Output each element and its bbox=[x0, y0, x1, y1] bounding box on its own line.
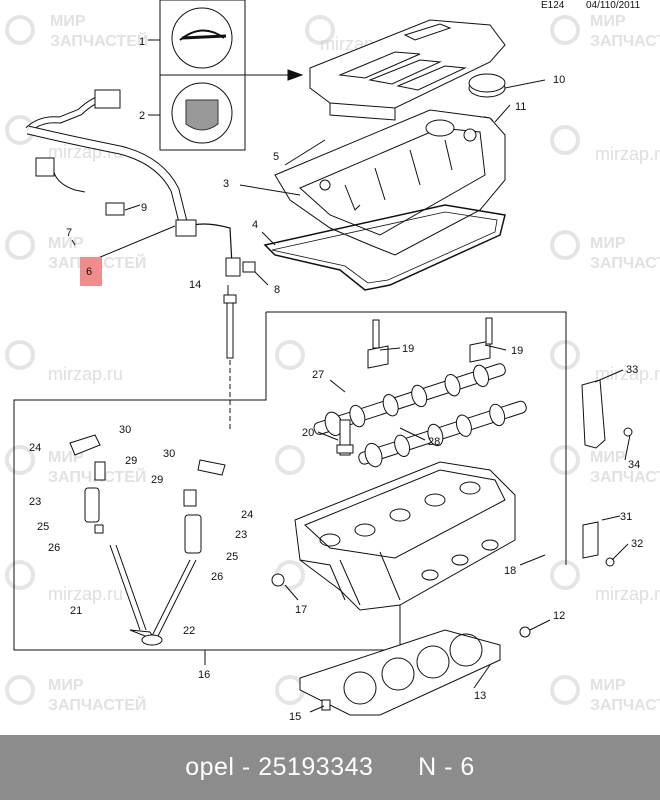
watermark-text: МИР bbox=[590, 449, 626, 466]
exploded-parts-diagram: МИР ЗАПЧАСТЕЙ МИР ЗАПЧАСТЕЙ mirzap.ru mi… bbox=[5, 0, 660, 723]
callout-label: 12 bbox=[553, 610, 565, 622]
watermark-text: МИР bbox=[50, 13, 86, 30]
watermark-text: ЗАПЧАСТЕЙ bbox=[50, 31, 148, 50]
callout-labels: 1 2 3 4 5 6 7 8 9 10 11 12 13 14 15 16 1… bbox=[29, 36, 643, 723]
part-number: 25193343 bbox=[258, 753, 374, 781]
callout-label: 26 bbox=[211, 571, 223, 583]
callout-label: 9 bbox=[141, 202, 147, 214]
callout-label: 22 bbox=[183, 625, 195, 637]
diagram-date: 04/110/2011 bbox=[586, 0, 641, 11]
oil-filler-cap bbox=[468, 73, 506, 128]
callout-label: 29 bbox=[151, 474, 163, 486]
watermark-text: МИР bbox=[590, 677, 626, 694]
assembly-frame bbox=[13, 311, 567, 665]
footer-bar: opel - 25193343 N - 6 bbox=[0, 735, 660, 800]
callout-label: 8 bbox=[274, 284, 280, 296]
callout-label: 17 bbox=[295, 604, 307, 616]
callout-label: 31 bbox=[620, 511, 632, 523]
callout-label: 19 bbox=[402, 343, 414, 355]
callout-label: 33 bbox=[626, 364, 638, 376]
callout-label: 16 bbox=[198, 669, 210, 681]
watermark-text: ЗАПЧАСТЕЙ bbox=[48, 695, 146, 714]
watermark-text: МИР bbox=[48, 235, 84, 252]
watermark-layer: МИР ЗАПЧАСТЕЙ МИР ЗАПЧАСТЕЙ mirzap.ru mi… bbox=[5, 13, 660, 714]
watermark-text: МИР bbox=[590, 13, 626, 30]
diagram-code: E124 bbox=[541, 0, 565, 11]
watermark-text: ЗАПЧАСТЕЙ bbox=[590, 31, 660, 50]
callout-label: 4 bbox=[252, 219, 258, 231]
watermark-text: МИР bbox=[48, 677, 84, 694]
callout-label: 26 bbox=[48, 542, 60, 554]
callout-label: 28 bbox=[428, 436, 440, 448]
callout-label: 3 bbox=[223, 178, 229, 190]
highlighted-part-marker[interactable] bbox=[80, 257, 102, 286]
callout-label: 11 bbox=[515, 101, 526, 113]
diagram-reference: N - 6 bbox=[418, 753, 475, 781]
engine-cover bbox=[309, 19, 506, 121]
callout-label: 34 bbox=[628, 459, 640, 471]
valve-cover-gasket bbox=[263, 204, 506, 291]
spacer bbox=[373, 753, 418, 781]
watermark-url: mirzap.ru bbox=[48, 364, 123, 384]
watermark-url: mirzap.ru bbox=[595, 144, 660, 164]
callout-label: 27 bbox=[312, 369, 324, 381]
callout-label: 5 bbox=[273, 151, 279, 163]
watermark-url: mirzap.ru bbox=[48, 584, 123, 604]
head-bolt bbox=[223, 294, 237, 430]
callout-label: 10 bbox=[553, 74, 565, 86]
spark-plug bbox=[336, 419, 354, 456]
callout-label: 23 bbox=[235, 529, 247, 541]
head-gasket bbox=[299, 629, 501, 716]
callout-label: 32 bbox=[631, 538, 643, 550]
callout-label: 21 bbox=[70, 605, 82, 617]
callout-label: 24 bbox=[241, 509, 253, 521]
callout-label: 13 bbox=[474, 690, 486, 702]
callout-label: 7 bbox=[66, 227, 72, 239]
leader-lines bbox=[71, 79, 631, 713]
callout-label: 30 bbox=[119, 424, 131, 436]
wiring-harness bbox=[25, 89, 256, 277]
callout-label: 24 bbox=[29, 442, 41, 454]
valve-assembly bbox=[69, 434, 226, 646]
callout-label: 20 bbox=[302, 427, 314, 439]
callout-label: 15 bbox=[289, 711, 301, 723]
watermark-text: ЗАПЧАСТЕЙ bbox=[590, 695, 660, 714]
callout-label: 19 bbox=[511, 345, 523, 357]
mounting-bracket bbox=[271, 379, 633, 711]
watermark-url: mirzap.ru bbox=[595, 584, 660, 604]
callout-label: 25 bbox=[226, 551, 238, 563]
emblem-boxes bbox=[148, 0, 304, 151]
cylinder-head bbox=[294, 461, 516, 611]
callout-label: 18 bbox=[504, 565, 516, 577]
callout-label: 2 bbox=[139, 110, 145, 122]
callout-label: 25 bbox=[37, 521, 49, 533]
brand-name: opel bbox=[185, 753, 235, 781]
watermark-text: МИР bbox=[590, 235, 626, 252]
callout-label: 29 bbox=[125, 455, 137, 467]
camshafts bbox=[313, 317, 527, 468]
valve-cover bbox=[274, 109, 506, 256]
separator: - bbox=[234, 753, 259, 781]
callout-label: 6 bbox=[86, 266, 92, 278]
callout-label: 23 bbox=[29, 496, 41, 508]
callout-label: 14 bbox=[189, 279, 201, 291]
callout-label: 1 bbox=[139, 36, 145, 48]
callout-label: 30 bbox=[163, 448, 175, 460]
watermark-text: ЗАПЧАСТЕЙ bbox=[590, 467, 660, 486]
footer-caption: opel - 25193343 N - 6 bbox=[0, 735, 660, 800]
watermark-text: ЗАПЧАСТЕЙ bbox=[590, 253, 660, 272]
watermark-url: mirzap.ru bbox=[595, 364, 660, 384]
